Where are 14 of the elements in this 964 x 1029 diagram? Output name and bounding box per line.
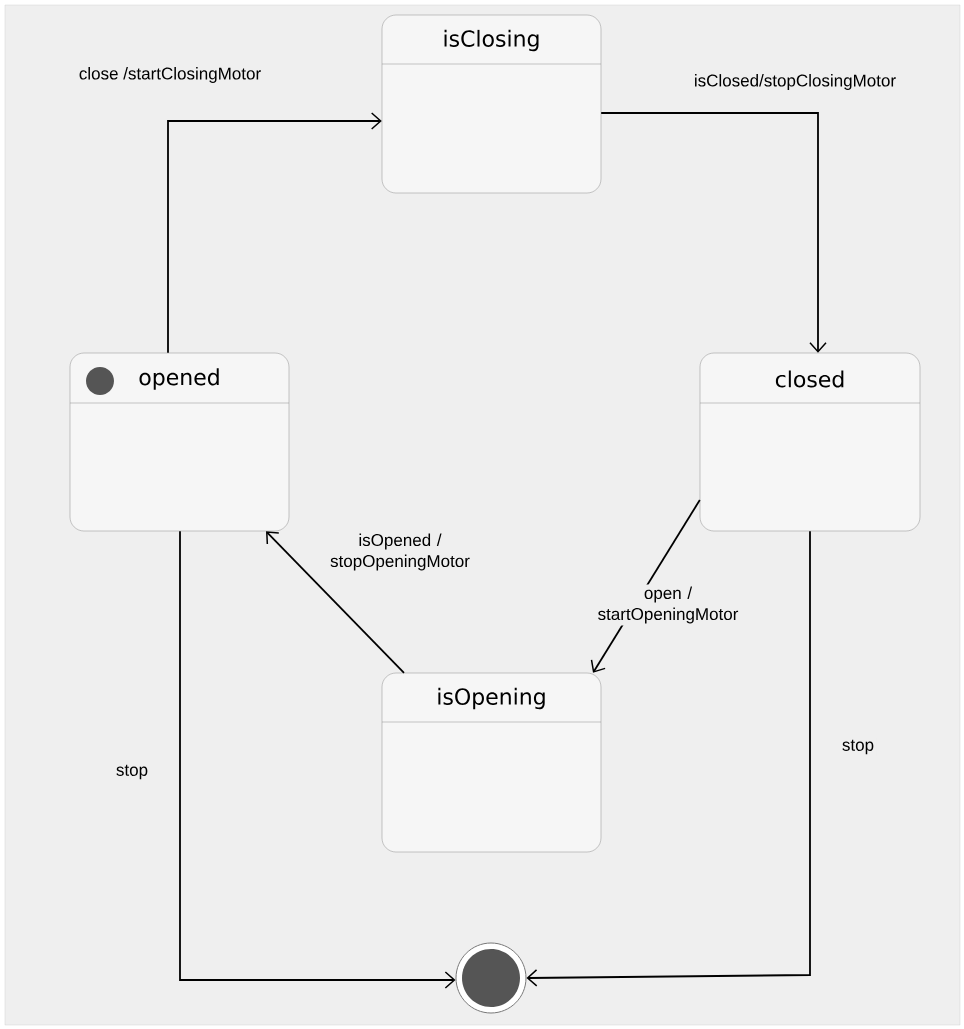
state-box: isClosing (381, 14, 602, 194)
edge-label: isOpened / stopOpeningMotor (318, 531, 482, 573)
arrow (179, 530, 456, 989)
edge-label: close /startClosingMotor (76, 65, 264, 85)
arrow (167, 112, 382, 354)
arrow (600, 112, 827, 353)
state-box: isOpening (381, 672, 602, 853)
edge-label: open / startOpeningMotor (591, 584, 745, 626)
edge-label: isClosed/stopClosingMotor (691, 72, 899, 92)
state-box: opened (69, 352, 290, 532)
state-box: closed (699, 352, 921, 532)
arrow (266, 531, 405, 674)
arrow (526, 530, 811, 987)
final-state (455, 942, 527, 1014)
